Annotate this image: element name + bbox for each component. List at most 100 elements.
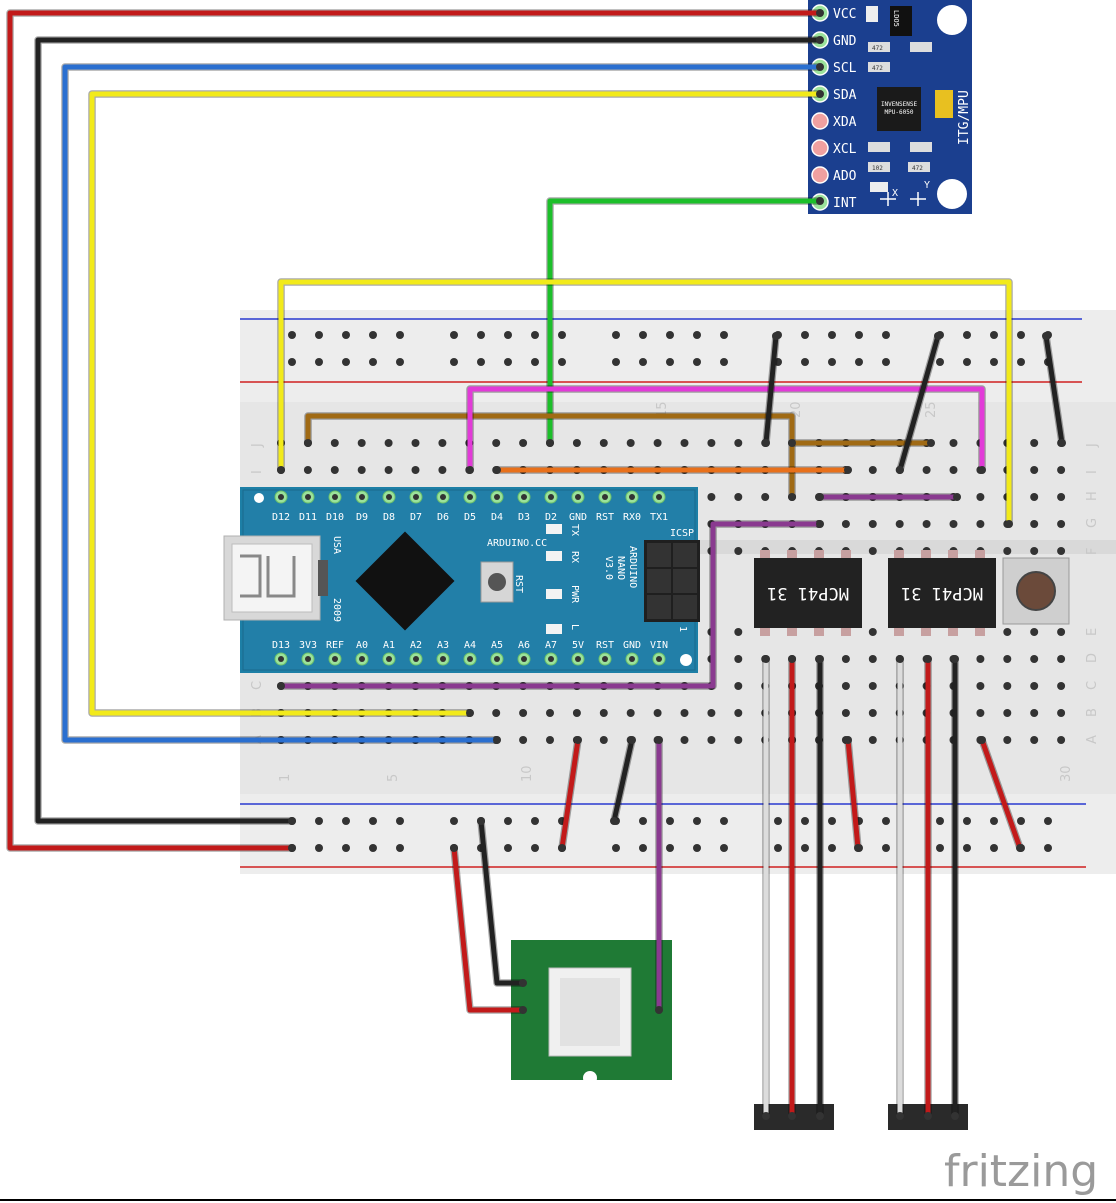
bb-rail-hole xyxy=(369,331,377,339)
bb-rail-hole xyxy=(531,817,539,825)
magenta-wire-end xyxy=(466,466,474,474)
mpu-axis-x: X xyxy=(892,188,898,199)
black-jumper-3 xyxy=(1043,333,1065,446)
nano-pin-hole xyxy=(656,494,662,500)
brown-wire-2-end xyxy=(788,439,796,447)
row-letter-right: A xyxy=(1085,735,1100,744)
purple-wire-2-end xyxy=(277,682,285,690)
model-line3: V3.0 xyxy=(603,556,614,580)
black-jumper-1-end xyxy=(762,439,770,447)
bb-hole xyxy=(572,439,581,447)
row-letter-right: G xyxy=(1085,518,1100,528)
usa-label: USA xyxy=(331,536,342,554)
sensor-red-wire xyxy=(451,845,526,1013)
mpu-res4: 472 xyxy=(912,165,923,172)
purple-wire-1-end xyxy=(816,493,824,501)
bb-hole xyxy=(1030,709,1039,717)
purple-wire-1-end xyxy=(953,493,961,501)
bb-rail-hole xyxy=(882,358,890,366)
col-number-30: 30 xyxy=(1059,765,1074,782)
brown-wire-1 xyxy=(305,413,795,500)
bb-rail-hole xyxy=(315,331,323,339)
mpu-module: INVENSENSE MPU-6050 ITG/MPU LDO5 472 472… xyxy=(808,0,972,214)
bb-hole xyxy=(868,628,877,636)
nano-top-pin-label: D5 xyxy=(464,512,476,523)
led-l-label: L xyxy=(569,624,580,630)
nano-pin-hole xyxy=(494,656,500,662)
bb-hole xyxy=(546,736,554,744)
bb-rail-hole xyxy=(1044,844,1052,852)
black-jumper-2-end xyxy=(896,466,904,474)
bb-rail-hole xyxy=(612,331,620,339)
fritzing-watermark: fritzing xyxy=(944,1146,1098,1197)
bb-hole xyxy=(707,439,716,447)
bb-hole xyxy=(734,736,743,744)
yellow-bridge-wire-end xyxy=(277,466,285,474)
sensor-red-wire-end xyxy=(519,1006,527,1014)
chip-leg xyxy=(975,628,985,636)
bb-hole xyxy=(1057,682,1066,690)
mcp41-chip-2: MCP41 31 xyxy=(888,558,996,628)
bb-hole xyxy=(1030,655,1039,663)
bb-hole xyxy=(438,439,447,447)
bb-rail-hole xyxy=(666,817,674,825)
bb-hole xyxy=(1003,682,1012,690)
mpu-res3: 102 xyxy=(872,165,883,172)
icsp-pin1-label: 1 xyxy=(677,626,688,632)
nano-pin-hole xyxy=(575,656,581,662)
chip-1-label: MCP41 31 xyxy=(767,583,849,603)
nano-pin-hole xyxy=(278,494,284,500)
black-jumper-1 xyxy=(763,333,779,446)
reset-button[interactable] xyxy=(480,561,514,603)
orange-wire-end xyxy=(844,466,852,474)
icsp-label: ICSP xyxy=(670,528,694,539)
bb-rail-hole xyxy=(396,331,404,339)
bb-hole xyxy=(1057,655,1066,663)
int-wire-end xyxy=(546,439,554,447)
bb-rail-hole xyxy=(801,844,809,852)
chip-leg xyxy=(894,550,904,558)
purple-wire-2-end xyxy=(816,520,824,528)
red-jumper-2-end xyxy=(854,844,862,852)
bb-hole xyxy=(572,709,581,717)
bb-hole xyxy=(653,439,662,447)
bb-hole xyxy=(384,439,393,447)
nano-pin-hole xyxy=(413,494,419,500)
bb-hole xyxy=(976,709,985,717)
bb-rail-hole xyxy=(639,844,647,852)
yellow-bridge-wire xyxy=(278,279,1012,527)
col-number-25: 25 xyxy=(924,401,939,418)
bb-hole xyxy=(384,466,393,474)
red-jumper-2-end xyxy=(844,736,852,744)
nano-pin-hole xyxy=(305,656,311,662)
row-letter-left: J xyxy=(250,443,265,448)
bb-hole xyxy=(680,736,689,744)
red-wire-down-2-end xyxy=(924,1112,932,1120)
push-button[interactable] xyxy=(1002,557,1070,625)
bb-rail-hole xyxy=(288,358,296,366)
bb-hole xyxy=(1057,466,1066,474)
nano-top-pin-label: RST xyxy=(596,512,614,523)
vcc-wire xyxy=(7,10,823,851)
bb-rail-hole xyxy=(990,844,998,852)
bb-hole xyxy=(411,439,420,447)
bb-hole xyxy=(1030,493,1039,501)
chip-leg xyxy=(921,628,931,636)
bb-rail-hole xyxy=(531,358,539,366)
black-jumper-3-end xyxy=(1058,439,1066,447)
mpu-chip-line2: MPU-6050 xyxy=(885,109,914,116)
nano-bottom-pin-label: 3V3 xyxy=(299,640,317,651)
model-line2: NANO xyxy=(615,556,626,580)
row-letter-left: C xyxy=(250,681,265,690)
bb-hole xyxy=(707,736,716,744)
nano-bottom-pin-label: D13 xyxy=(272,640,290,651)
bb-rail-hole xyxy=(504,358,512,366)
row-letter-right: J xyxy=(1085,443,1100,448)
bb-hole xyxy=(734,682,743,690)
purple-wire-3-end xyxy=(655,1006,663,1014)
atmega-chip xyxy=(355,531,455,631)
led-tx-label: TX xyxy=(569,524,580,536)
bb-rail-hole xyxy=(369,358,377,366)
bb-rail-hole xyxy=(504,817,512,825)
bb-rail-hole xyxy=(639,817,647,825)
